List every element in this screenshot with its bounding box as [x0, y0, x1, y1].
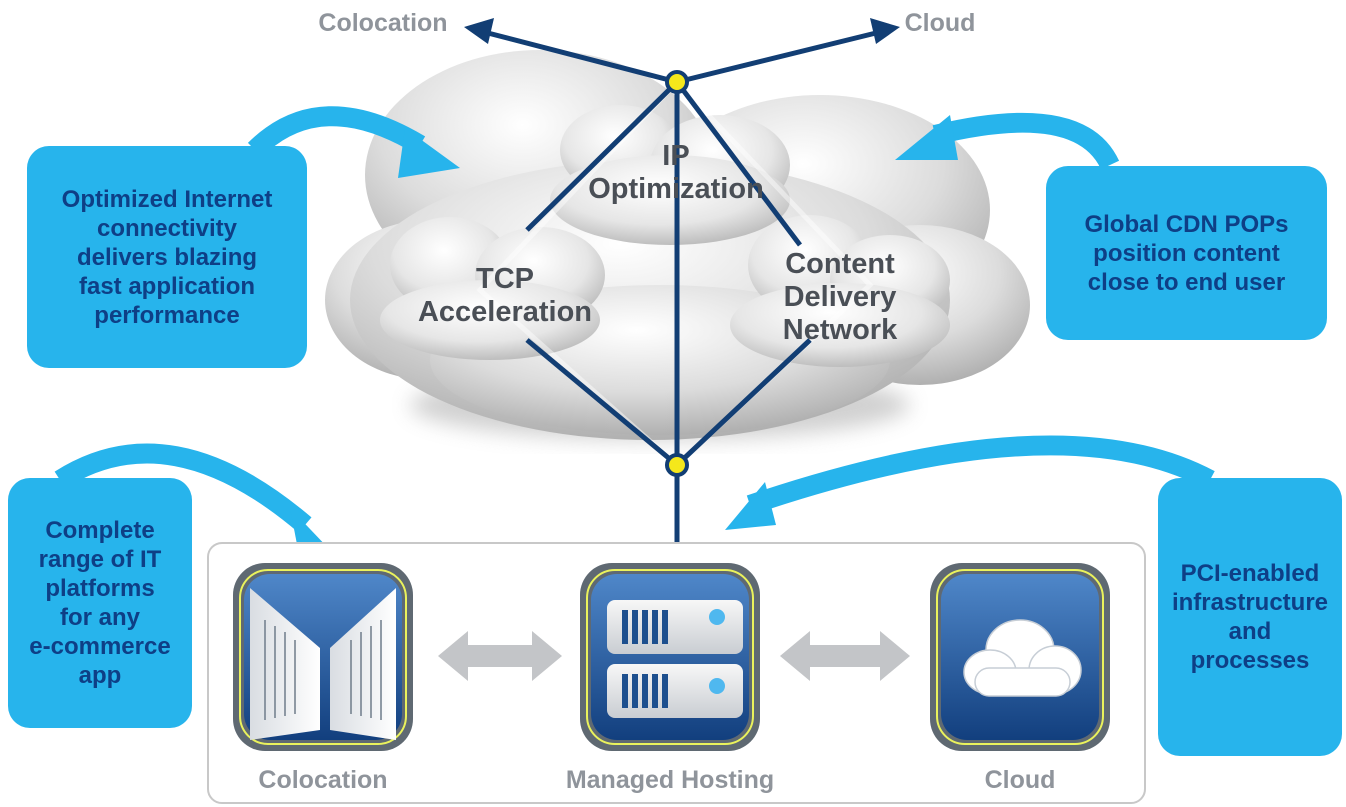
tile-colocation [233, 563, 413, 751]
callout-cdn-pops: Global CDN POPs position content close t… [1046, 166, 1327, 340]
network-lines [483, 29, 881, 543]
platform-label-managed-hosting: Managed Hosting [565, 766, 775, 794]
callout-platforms: Complete range of IT platforms for any e… [8, 478, 192, 728]
platform-label-colocation: Colocation [258, 766, 388, 794]
double-arrow-right-icon [780, 631, 910, 681]
top-label-cloud: Cloud [904, 9, 976, 37]
callout-cdn-pops-text: Global CDN POPs position content close t… [1084, 210, 1289, 296]
cloud-icon [963, 619, 1082, 697]
callout-internet-text: Optimized Internet connectivity delivers… [61, 185, 273, 329]
platform-label-cloud: Cloud [984, 766, 1056, 794]
ip-optimization-cloud [550, 105, 790, 245]
server-stack-icon [607, 600, 743, 718]
arrowhead-internet-icon [398, 128, 460, 178]
platform-double-arrows [438, 631, 910, 681]
double-arrow-left-icon [438, 631, 562, 681]
callout-arrows [54, 106, 1215, 533]
ip-optimization-label: IP Optimization [588, 140, 764, 205]
tcp-acceleration-cloud [380, 217, 605, 360]
top-label-colocation: Colocation [318, 9, 448, 37]
node-top [665, 70, 689, 94]
arrowhead-cdn-icon [895, 115, 958, 160]
cdn-cloud [730, 215, 950, 367]
top-arrowheads [464, 18, 900, 44]
callout-internet: Optimized Internet connectivity delivers… [27, 146, 307, 368]
server-racks-icon [250, 588, 396, 740]
node-bottom [665, 453, 689, 477]
tcp-acceleration-label: TCP Acceleration [417, 263, 593, 328]
arrowhead-pci-icon [725, 482, 776, 530]
tile-managed-hosting [580, 563, 760, 751]
content-delivery-network-label: Content Delivery Network [782, 248, 898, 346]
tile-cloud [930, 563, 1110, 751]
callout-pci: PCI-enabled infrastructure and processes [1158, 478, 1342, 756]
callout-platforms-text: Complete range of IT platforms for any e… [29, 517, 171, 689]
arrowhead-left-icon [464, 18, 494, 44]
arrowhead-right-icon [870, 18, 900, 44]
callout-pci-text: PCI-enabled infrastructure and processes [1171, 560, 1329, 674]
